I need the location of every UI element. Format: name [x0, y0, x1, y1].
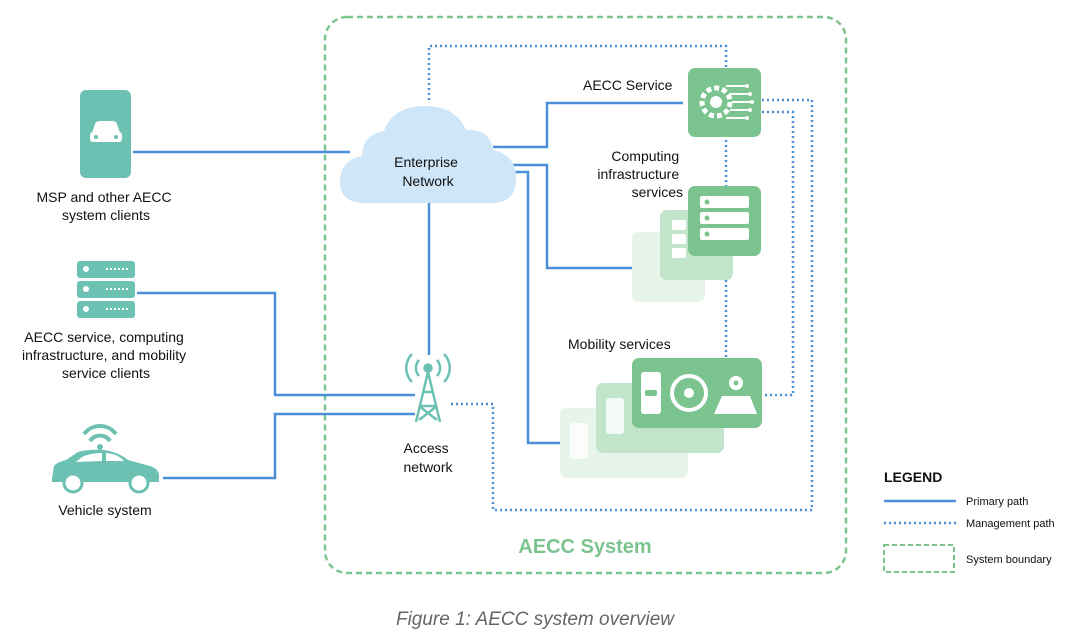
- cell-tower-icon: [405, 353, 451, 423]
- mobility-services-label: Mobility services: [568, 336, 671, 352]
- server-rack-icon: [77, 261, 135, 318]
- server-stack-icon: [632, 186, 761, 302]
- figure-caption: Figure 1: AECC system overview: [396, 609, 675, 630]
- phone-car-icon: [80, 90, 131, 178]
- access-network-label: Access network: [403, 440, 453, 475]
- msp-clients-label: MSP and other AECC system clients: [36, 189, 175, 223]
- legend: LEGEND Primary path Management path Syst…: [883, 469, 1055, 573]
- system-boundary: [323, 15, 848, 575]
- mobility-app-icon: [560, 358, 762, 478]
- legend-primary-label: Primary path: [966, 496, 1028, 508]
- system-boundary-label: AECC System: [518, 536, 651, 558]
- legend-management-label: Management path: [966, 518, 1055, 530]
- service-clients-label: AECC service, computing infrastructure, …: [22, 329, 190, 381]
- gear-chip-icon: [688, 68, 761, 137]
- aecc-service-label: AECC Service: [583, 77, 673, 93]
- enterprise-network-label: Enterprise Network: [394, 154, 462, 189]
- legend-title: LEGEND: [884, 469, 942, 485]
- vehicle-system-label: Vehicle system: [58, 502, 151, 518]
- computing-services-label: Computing infrastructure services: [597, 148, 683, 200]
- legend-boundary-label: System boundary: [966, 554, 1052, 566]
- cloud-icon: [340, 106, 516, 203]
- vehicle-wifi-icon: [52, 424, 159, 494]
